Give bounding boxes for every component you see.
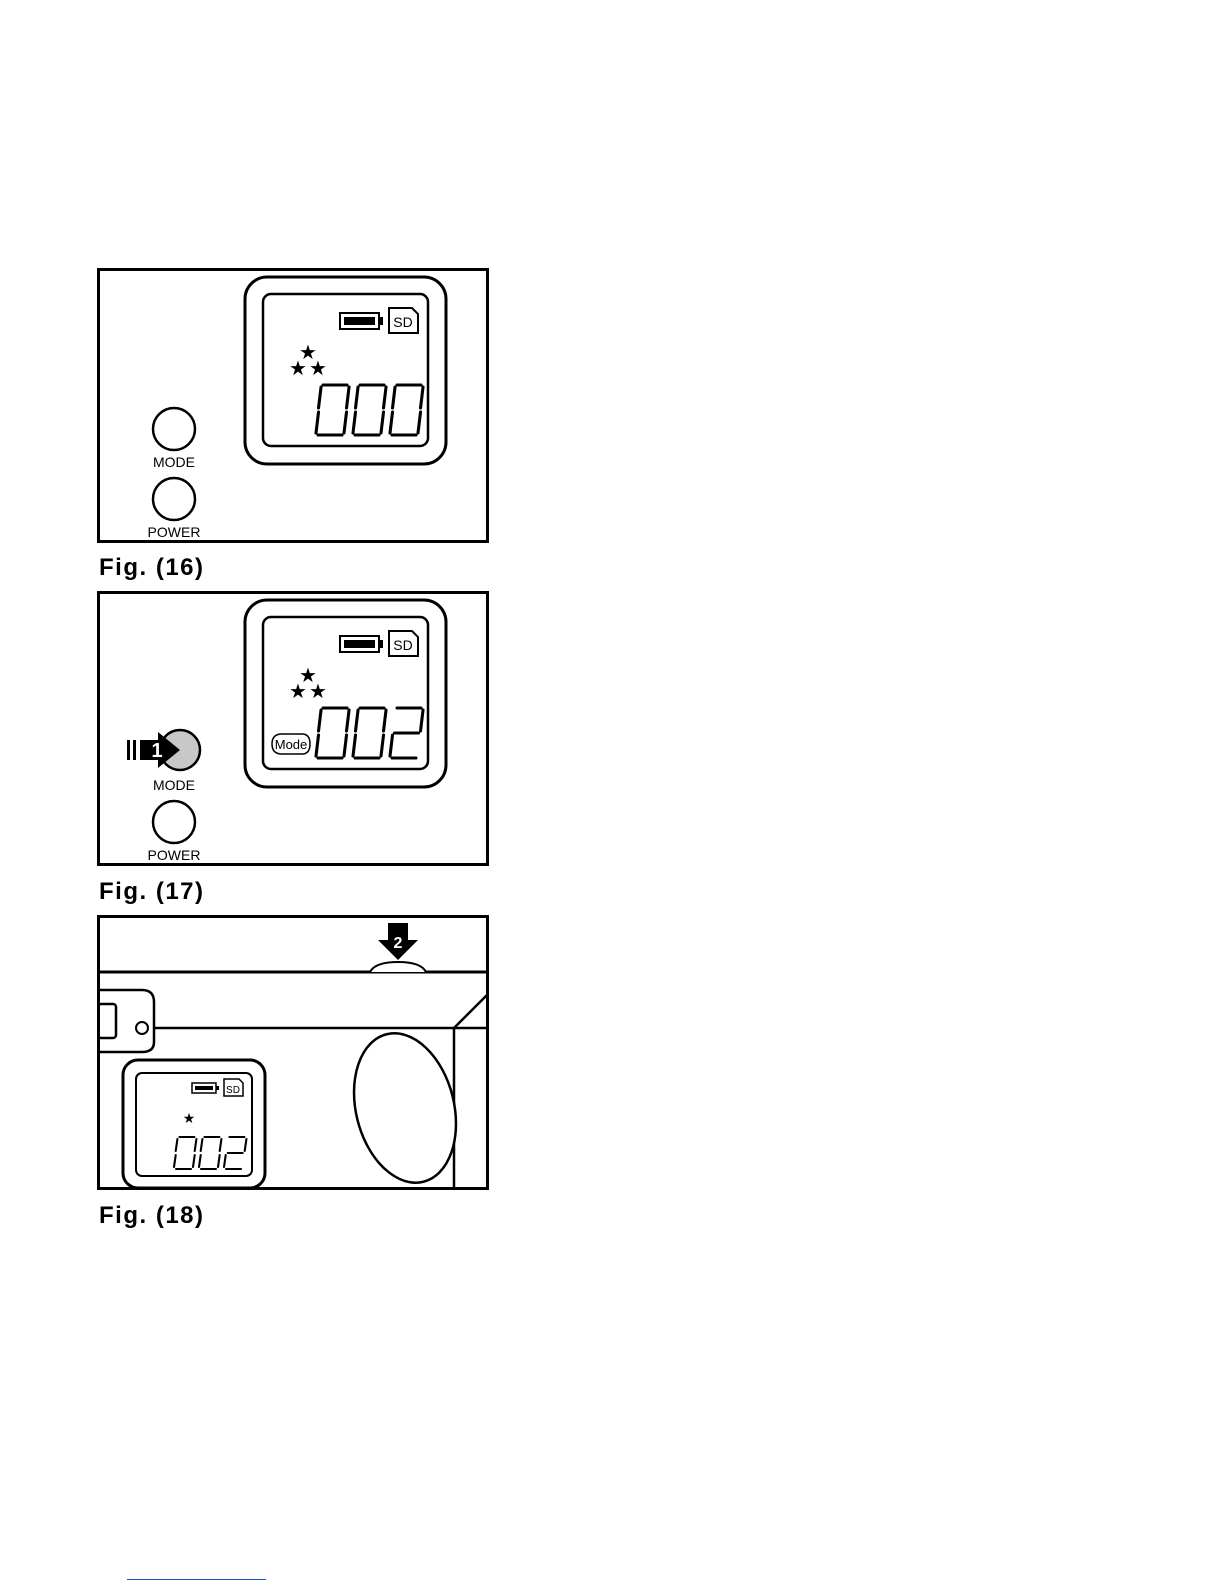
lens-window [339,1022,471,1190]
star-icon: ★ [183,1110,196,1126]
star-icon: ★ [289,681,307,703]
power-button-label: POWER [148,524,201,540]
shutter-button[interactable] [370,962,426,972]
star-icon: ★ [309,681,327,703]
figure-18-caption: Fig. (18) [99,1202,205,1230]
mode-indicator-label: Mode [275,737,308,752]
figure-17-caption: Fig. (17) [99,878,205,906]
step-callout-number: 2 [394,935,403,952]
figure-16-illustration: SD ★ ★ ★ 000 MODE POWER [97,268,489,543]
mode-button[interactable] [153,408,195,450]
mode-button-label: MODE [153,454,195,470]
figure-18-illustration: 2 SD ★ 002 [97,915,489,1190]
figure-16-caption: Fig. (16) [99,554,205,582]
star-icon: ★ [309,358,327,380]
power-button-label: POWER [148,847,201,863]
mode-indicator: Mode [272,734,310,754]
sd-card-label: SD [226,1085,240,1096]
sd-card-label: SD [393,637,412,653]
mode-button-label: MODE [153,777,195,793]
power-button[interactable] [153,478,195,520]
strap-eyelet [136,1022,148,1034]
lens-housing-edge [454,990,489,1028]
footer-link-underline [127,1579,266,1580]
power-button[interactable] [153,801,195,843]
star-icon: ★ [289,358,307,380]
sd-card-label: SD [393,314,412,330]
strap-slot [100,1004,116,1038]
figure-17-illustration: SD ★ ★ ★ Mode 002 1 MODE POWER [97,591,489,866]
step-callout-number: 1 [151,740,162,762]
